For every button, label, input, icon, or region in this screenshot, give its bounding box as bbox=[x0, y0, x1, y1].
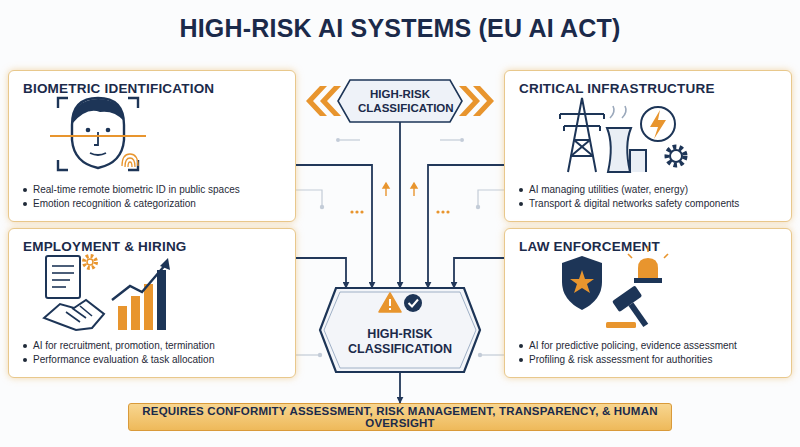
connector-arrow bbox=[454, 258, 504, 288]
bullet-text: AI for recruitment, promotion, terminati… bbox=[33, 339, 215, 353]
box-heading: EMPLOYMENT & HIRING bbox=[23, 239, 283, 254]
text-group: HIGH-RISK CLASSIFICATION bbox=[358, 87, 442, 115]
box-heading: CRITICAL INFRASTRUCTURE bbox=[519, 81, 779, 96]
connector-arrow bbox=[428, 165, 504, 288]
dotted-trace-part bbox=[446, 210, 449, 213]
bullet-text: AI managing utilities (water, energy) bbox=[529, 183, 688, 197]
hexagon-inner-line bbox=[324, 292, 476, 368]
bullet-list: AI managing utilities (water, energy)Tra… bbox=[519, 183, 779, 211]
bullet-item: AI for recruitment, promotion, terminati… bbox=[23, 339, 283, 353]
category-box: LAW ENFORCEMENT AI for predictive policin… bbox=[504, 228, 792, 378]
bullet-item: Transport & digital networks safety comp… bbox=[519, 197, 779, 211]
banner-text: REQUIRES CONFORMITY ASSESSMENT, RISK MAN… bbox=[129, 405, 671, 429]
circuit-trace-part bbox=[340, 139, 360, 140]
circuit-trace-part bbox=[478, 190, 504, 205]
dotted-trace-part bbox=[355, 210, 358, 213]
circuit-trace-part bbox=[296, 354, 318, 355]
chevron-right-part bbox=[473, 86, 494, 116]
bullet-dot bbox=[519, 358, 523, 362]
bullet-list: Real-time remote biometric ID in public … bbox=[23, 183, 283, 211]
small-arrow-part bbox=[383, 183, 389, 188]
small-arrow bbox=[383, 183, 417, 196]
bullet-dot bbox=[519, 202, 523, 206]
circuit-dot-part bbox=[478, 353, 482, 357]
circuit-trace-part bbox=[296, 190, 322, 205]
circuit-trace-part bbox=[440, 139, 460, 140]
bullet-dot bbox=[23, 358, 27, 362]
dotted-trace-part bbox=[441, 210, 444, 213]
bullet-list: AI for recruitment, promotion, terminati… bbox=[23, 339, 283, 367]
page-title: HIGH-RISK AI SYSTEMS (EU AI ACT) bbox=[0, 14, 800, 43]
bullet-dot bbox=[519, 188, 523, 192]
classification-label: HIGH-RISK CLASSIFICATION bbox=[358, 87, 442, 115]
bullet-item: Real-time remote biometric ID in public … bbox=[23, 183, 283, 197]
category-box: BIOMETRIC IDENTIFICATION Real-time remote… bbox=[8, 70, 296, 222]
circuit-dot-part bbox=[336, 138, 340, 142]
circuit-trace-part bbox=[482, 354, 504, 355]
classification-hexagon: HIGH-RISK CLASSIFICATION bbox=[320, 288, 480, 372]
dotted-trace-part bbox=[360, 210, 363, 213]
chevron-left-part bbox=[306, 86, 327, 116]
small-arrow-part bbox=[411, 183, 417, 188]
category-box: CRITICAL INFRASTRUCTURE AI managing utili… bbox=[504, 70, 792, 222]
box-heading: BIOMETRIC IDENTIFICATION bbox=[23, 81, 283, 96]
classification-hexagon: HIGH-RISK CLASSIFICATION bbox=[338, 80, 462, 122]
bullet-dot bbox=[519, 344, 523, 348]
bullet-text: Performance evaluation & task allocation bbox=[33, 353, 214, 367]
hexagon-shape bbox=[320, 288, 480, 372]
bullet-item: Performance evaluation & task allocation bbox=[23, 353, 283, 367]
connector-arrow bbox=[399, 122, 401, 288]
circuit-dot-part bbox=[320, 205, 324, 209]
hexagon-shape bbox=[338, 80, 462, 122]
category-box: EMPLOYMENT & HIRING AI for recruitment, p… bbox=[8, 228, 296, 378]
circuit-dot-part bbox=[318, 353, 322, 357]
bullet-text: Transport & digital networks safety comp… bbox=[529, 197, 739, 211]
circuit-dot-part bbox=[460, 138, 464, 142]
dotted-trace bbox=[350, 210, 449, 213]
bullet-text: Profiling & risk assessment for authorit… bbox=[529, 353, 712, 367]
dotted-trace-part bbox=[436, 210, 439, 213]
bullet-list: AI for predictive policing, evidence ass… bbox=[519, 339, 779, 367]
connector-arrow bbox=[399, 372, 401, 403]
text-group: REQUIRES CONFORMITY ASSESSMENT, RISK MAN… bbox=[129, 405, 671, 429]
bullet-text: AI for predictive policing, evidence ass… bbox=[529, 339, 737, 353]
connector-arrow bbox=[296, 258, 346, 288]
connector-arrow bbox=[296, 165, 372, 288]
requirement-banner: REQUIRES CONFORMITY ASSESSMENT, RISK MAN… bbox=[128, 403, 672, 431]
chevron-right bbox=[459, 86, 494, 116]
text-group: HIGH-RISK CLASSIFICATION bbox=[345, 303, 455, 357]
bullet-dot bbox=[23, 202, 27, 206]
bullet-text: Real-time remote biometric ID in public … bbox=[33, 183, 240, 197]
bullet-dot bbox=[23, 188, 27, 192]
bullet-item: AI for predictive policing, evidence ass… bbox=[519, 339, 779, 353]
bullet-text: Emotion recognition & categorization bbox=[33, 197, 196, 211]
bullet-item: Profiling & risk assessment for authorit… bbox=[519, 353, 779, 367]
box-heading: LAW ENFORCEMENT bbox=[519, 239, 779, 254]
bullet-item: AI managing utilities (water, energy) bbox=[519, 183, 779, 197]
bullet-item: Emotion recognition & categorization bbox=[23, 197, 283, 211]
hexagon-outline bbox=[338, 80, 462, 122]
circuit-dot-part bbox=[476, 205, 480, 209]
bullet-dot bbox=[23, 344, 27, 348]
chevron-left bbox=[306, 86, 341, 116]
dotted-trace-part bbox=[350, 210, 353, 213]
classification-label: HIGH-RISK CLASSIFICATION bbox=[345, 303, 455, 357]
